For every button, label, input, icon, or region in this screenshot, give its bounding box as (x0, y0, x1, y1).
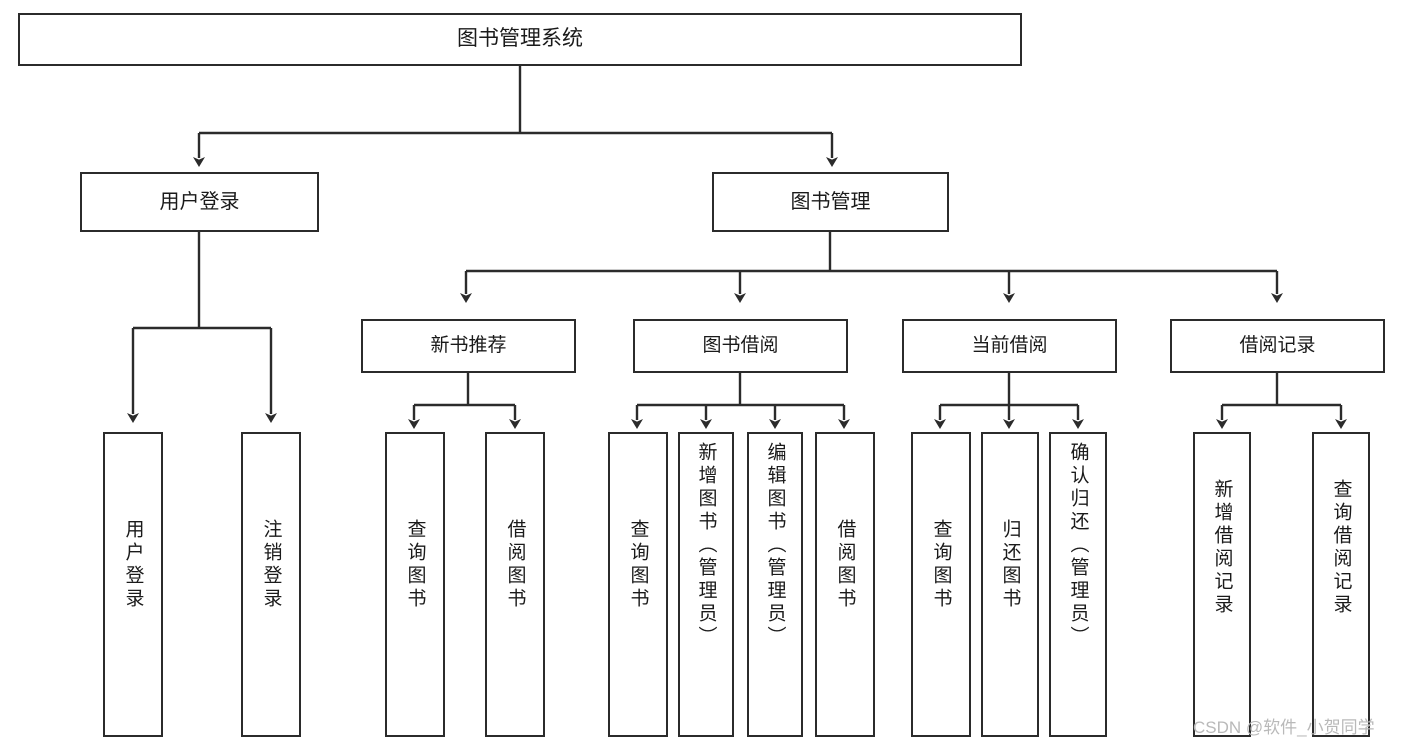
leaf-book-borrow-add-label: 新增图书（管理员） (695, 442, 717, 649)
leaf-borrow-record-query[interactable]: 查询借阅记录 (1312, 432, 1370, 737)
leaf-new-book-borrow[interactable]: 借阅图书 (485, 432, 545, 737)
node-borrow-record[interactable]: 借阅记录 (1170, 319, 1385, 373)
node-user-login[interactable]: 用户登录 (80, 172, 319, 232)
node-new-book-recommend[interactable]: 新书推荐 (361, 319, 576, 373)
leaf-book-borrow-borrow[interactable]: 借阅图书 (815, 432, 875, 737)
node-book-borrow-label: 图书借阅 (702, 335, 779, 357)
watermark-text: CSDN @软件_小贺同学 (1193, 718, 1375, 737)
leaf-current-borrow-return-label: 归还图书 (999, 519, 1021, 611)
leaf-new-book-query-label: 查询图书 (404, 519, 426, 611)
node-borrow-record-label: 借阅记录 (1239, 335, 1316, 357)
node-current-borrow[interactable]: 当前借阅 (902, 319, 1117, 373)
leaf-borrow-record-query-label: 查询借阅记录 (1330, 479, 1352, 617)
leaf-new-book-borrow-label: 借阅图书 (504, 519, 526, 611)
leaf-book-borrow-edit[interactable]: 编辑图书（管理员） (747, 432, 803, 737)
leaf-user-login-login[interactable]: 用户登录 (103, 432, 163, 737)
node-new-book-recommend-label: 新书推荐 (430, 335, 507, 357)
node-book-management[interactable]: 图书管理 (712, 172, 949, 232)
leaf-book-borrow-borrow-label: 借阅图书 (834, 519, 856, 611)
leaf-user-login-logout-label: 注销登录 (260, 519, 282, 611)
leaf-user-login-logout[interactable]: 注销登录 (241, 432, 301, 737)
node-root[interactable]: 图书管理系统 (18, 13, 1022, 66)
leaf-current-borrow-query-label: 查询图书 (930, 519, 952, 611)
leaf-current-borrow-return[interactable]: 归还图书 (981, 432, 1039, 737)
leaf-new-book-query[interactable]: 查询图书 (385, 432, 445, 737)
leaf-book-borrow-edit-label: 编辑图书（管理员） (764, 442, 786, 649)
node-book-borrow[interactable]: 图书借阅 (633, 319, 848, 373)
leaf-book-borrow-query[interactable]: 查询图书 (608, 432, 668, 737)
leaf-current-borrow-confirm[interactable]: 确认归还（管理员） (1049, 432, 1107, 737)
node-book-management-label: 图书管理 (790, 190, 871, 213)
leaf-book-borrow-add[interactable]: 新增图书（管理员） (678, 432, 734, 737)
node-user-login-label: 用户登录 (159, 190, 240, 213)
leaf-current-borrow-query[interactable]: 查询图书 (911, 432, 971, 737)
leaf-book-borrow-query-label: 查询图书 (627, 519, 649, 611)
node-current-borrow-label: 当前借阅 (971, 335, 1048, 357)
leaf-user-login-login-label: 用户登录 (122, 519, 144, 611)
node-root-label: 图书管理系统 (457, 27, 583, 51)
leaf-borrow-record-add[interactable]: 新增借阅记录 (1193, 432, 1251, 737)
leaf-borrow-record-add-label: 新增借阅记录 (1211, 479, 1233, 617)
leaf-current-borrow-confirm-label: 确认归还（管理员） (1067, 442, 1089, 649)
